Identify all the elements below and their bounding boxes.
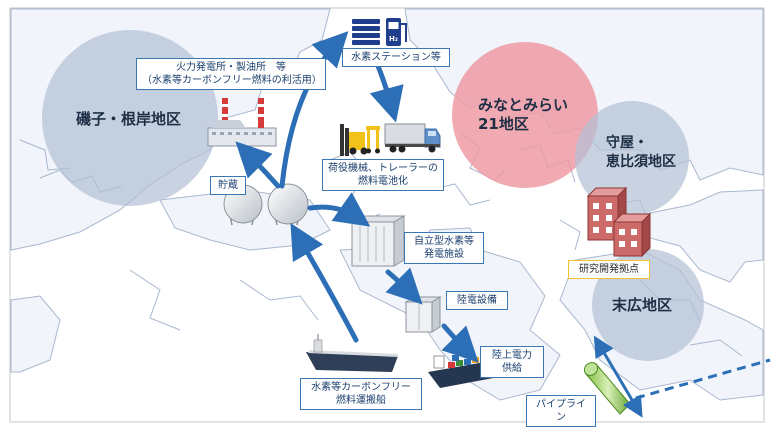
arrow-tank-to-plant <box>235 141 281 189</box>
storage-label: 貯蔵 <box>210 176 246 195</box>
power-generation-unit-icon <box>350 215 406 267</box>
generation-label: 自立型水素等 発電施設 <box>404 232 484 264</box>
flow-arrows <box>235 31 643 418</box>
research-label: 研究開発拠点 <box>568 260 650 279</box>
arrow-tank-to-generation <box>307 192 371 227</box>
arrow-shore-to-ship <box>441 323 479 363</box>
straddle-carrier-icon <box>366 126 380 154</box>
arrow-pipeline-bidirectional <box>593 335 643 418</box>
district-isogo-label: 磯子・根岸地区 <box>76 110 182 128</box>
arrow-tank-to-station <box>279 31 349 189</box>
shore-equipment-label: 陸電設備 <box>446 291 508 310</box>
district-moriya-circle <box>575 101 689 215</box>
shore-supply-label: 陸上電力 供給 <box>480 346 544 378</box>
district-minatomirai-label: みなとみらい 21地区 <box>478 96 569 133</box>
carrier-ship-label: 水素等カーボンフリー 燃料運搬船 <box>300 378 422 410</box>
district-suehiro-label: 末広地区 <box>612 296 673 314</box>
arrow-generation-to-shore <box>385 267 423 305</box>
shore-power-equipment-icon <box>404 296 442 333</box>
h2-badge: H₂ <box>389 35 398 43</box>
trailer-truck-icon <box>384 123 441 153</box>
arrow-ship-to-tank <box>290 223 359 343</box>
cargo-label: 荷役機械、トレーラーの 燃料電池化 <box>322 159 444 191</box>
forklift-icon <box>340 124 368 156</box>
arrow-station-to-cargo <box>369 63 404 123</box>
district-moriya-label: 守屋・ 恵比須地区 <box>606 135 676 170</box>
district-minatomirai-circle <box>452 42 598 188</box>
station-label: 水素ステーション等 <box>342 48 450 67</box>
power-plant-icon <box>207 98 277 147</box>
research-building-icon <box>586 186 652 258</box>
hydrogen-station-icon: H₂ <box>352 18 407 46</box>
pipeline-label: パイプライン <box>526 395 596 427</box>
fuel-carrier-ship-icon <box>306 334 398 372</box>
power-plant-label: 火力発電所・製油所 等 （水素等カーボンフリー燃料の利活用） <box>136 58 326 90</box>
